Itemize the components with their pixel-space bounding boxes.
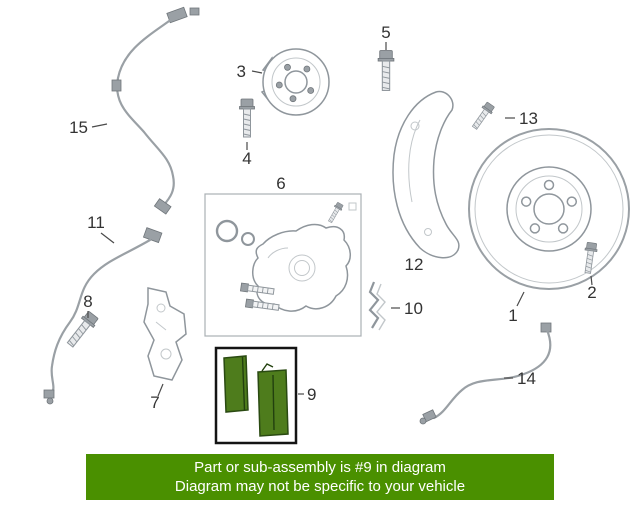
pad-backing-edge [241, 356, 246, 411]
leader-1 [516, 291, 525, 307]
hub-stud [289, 95, 297, 103]
callout-1: 1 [508, 306, 517, 325]
piston [294, 260, 310, 276]
rotor-bolt-hole [566, 196, 578, 207]
hub-stud [307, 87, 315, 94]
callout-3: 3 [237, 62, 246, 81]
abs-wire-upper [111, 6, 200, 215]
wire-path [116, 14, 178, 208]
bracket-hole [160, 348, 172, 360]
leader-11 [100, 232, 115, 244]
callout-4: 4 [242, 149, 251, 168]
pad-slot [272, 374, 275, 431]
callout-5: 5 [381, 23, 390, 42]
callout-12: 12 [405, 255, 424, 274]
wheel-hub [260, 48, 330, 116]
caliper-detail [267, 247, 289, 259]
wire-connector [189, 7, 200, 16]
clip-shape [368, 281, 380, 329]
brake-rotor [468, 128, 630, 290]
wear-sensor-wire [419, 322, 552, 425]
abs-wire-lower [43, 227, 163, 405]
caliper-body [252, 223, 351, 312]
bolt-8 [63, 309, 100, 350]
brake-pad-set-highlighted [214, 346, 298, 445]
wire-connector [540, 322, 552, 333]
sensor-tip [43, 389, 55, 399]
dust-cap [241, 232, 255, 246]
rotor-hat-ring [515, 175, 583, 243]
shield-hole [424, 228, 432, 236]
callout-2: 2 [587, 283, 596, 302]
bleeder-cap [348, 202, 357, 211]
shield-hole [410, 121, 420, 131]
hub-stud [284, 63, 291, 71]
wire-connector [142, 227, 163, 244]
hub-stud [275, 81, 283, 89]
callout-14: 14 [517, 369, 536, 388]
shield-contour [408, 119, 421, 203]
bleeder-screw [326, 201, 345, 225]
banner-line2: Diagram may not be specific to your vehi… [175, 478, 465, 495]
leader-2 [590, 275, 593, 286]
bracket-slot [155, 321, 167, 331]
callout-9: 9 [307, 385, 316, 404]
callout-11: 11 [87, 213, 105, 232]
callout-13: 13 [519, 109, 538, 128]
leader-3 [251, 70, 263, 74]
banner-background [86, 454, 554, 500]
piston-seal-ring [215, 219, 239, 243]
dust-shield [392, 90, 460, 259]
brake-pad-left [223, 355, 249, 413]
clip-shape-inner [376, 283, 386, 331]
sensor-tip-end [419, 417, 427, 425]
rotor-bolt-hole [529, 223, 541, 234]
bolt-5 [377, 50, 395, 91]
callout-8: 8 [83, 292, 92, 311]
leader-15 [91, 123, 108, 128]
bolt-13 [469, 100, 496, 132]
highlight-box [214, 346, 298, 445]
hub-ring [271, 57, 321, 107]
bracket-hole [156, 303, 166, 313]
banner-line1: Part or sub-assembly is #9 in diagram [194, 459, 446, 476]
caliper-bracket [143, 287, 187, 381]
rotor-bolt-hole [543, 179, 555, 191]
wire-path [50, 238, 152, 396]
shield-body [392, 90, 460, 259]
rotor-bolt-hole [520, 196, 532, 207]
hub-stud [303, 65, 311, 73]
piston-bore [288, 254, 316, 282]
rotor-vent-edge [474, 134, 624, 284]
callout-10: 10 [404, 299, 423, 318]
wire-path [432, 328, 552, 420]
wire-connector [153, 198, 172, 215]
sensor-tip-end [46, 397, 54, 405]
caliper-assembly [204, 193, 362, 337]
bracket-body [143, 287, 187, 381]
bolt-4 [239, 98, 255, 138]
rotor-bolt-hole [557, 223, 569, 234]
pad-clip [368, 281, 386, 331]
wire-clip [111, 79, 122, 92]
callout-15: 15 [69, 118, 88, 137]
hub-center [284, 70, 308, 94]
callout-7: 7 [150, 393, 159, 412]
pad-wear-clip [261, 363, 274, 372]
info-banner: Part or sub-assembly is #9 in diagram Di… [86, 454, 554, 500]
leader-7 [157, 383, 164, 397]
rotor-center-hole [533, 193, 565, 225]
callout-6: 6 [276, 174, 285, 193]
assembly-box [204, 193, 362, 337]
